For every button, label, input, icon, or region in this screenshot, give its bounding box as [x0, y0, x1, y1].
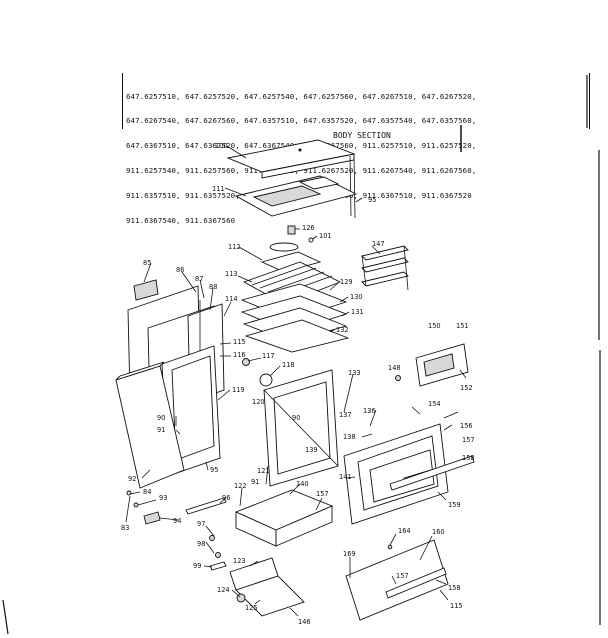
part-label: 118 [282, 361, 295, 369]
part-label: 93 [159, 494, 167, 502]
part-label: 111 [212, 185, 225, 193]
part-label: 96 [222, 494, 230, 502]
part-label: 133 [348, 369, 361, 377]
part-label: 117 [262, 352, 275, 360]
part-label: 99 [193, 562, 201, 570]
part-control-panel [395, 343, 469, 387]
part-label: 113 [225, 270, 238, 278]
part-label: 112 [228, 243, 241, 251]
part-label: 156 [460, 422, 473, 430]
part-insulation-pad [260, 242, 322, 273]
part-label: 97 [197, 520, 205, 528]
part-label: 164 [398, 527, 411, 535]
part-label: 83 [121, 524, 129, 532]
part-label: 95 [368, 196, 376, 204]
part-storage-drawer [234, 489, 334, 547]
part-small-hardware [126, 490, 227, 571]
part-label: 157 [462, 436, 475, 444]
part-label: 86 [176, 266, 184, 274]
part-label: 152 [460, 384, 473, 392]
part-label: 154 [428, 400, 441, 408]
part-label: 129 [340, 278, 353, 286]
part-label: 125 [245, 604, 258, 612]
part-kick-bar [389, 455, 475, 491]
part-label: 150 [428, 322, 441, 330]
section-title: BODY SECTION [333, 131, 391, 140]
part-label: 87 [195, 275, 203, 283]
part-back-strip [361, 245, 409, 291]
part-main-top-frame [234, 175, 358, 217]
part-label: 124 [217, 586, 230, 594]
part-label: 160 [432, 528, 445, 536]
part-label: 141 [339, 473, 352, 481]
part-lower-panel [345, 539, 449, 621]
part-label: 123 [233, 557, 246, 565]
part-label: 126 [302, 224, 315, 232]
part-oven-door-frame [263, 369, 339, 487]
part-label: 115 [450, 602, 463, 610]
model-line: 911.6367540, 911.6367560 [126, 216, 236, 226]
part-label: 88 [209, 283, 217, 291]
leader-lines [125, 145, 467, 617]
part-cooktop-top [226, 139, 356, 219]
part-label: 100 [215, 142, 228, 150]
part-label: 147 [372, 240, 385, 248]
part-label: 158 [448, 584, 461, 592]
part-label: 169 [343, 550, 356, 558]
part-label: 140 [296, 480, 309, 488]
part-label: 119 [232, 386, 245, 394]
part-label: 158 [462, 454, 475, 462]
part-label: 92 [128, 475, 136, 483]
part-label: 91 [157, 426, 165, 434]
part-label: 139 [305, 446, 318, 454]
part-drawer-rail [185, 497, 227, 515]
part-base-rail [229, 557, 305, 617]
part-label: 157 [396, 572, 409, 580]
part-label: 90 [292, 414, 300, 422]
part-label: 94 [173, 517, 181, 525]
model-line: 647.6257510, 647.6257520, 647.6257540, 6… [126, 91, 477, 101]
part-label: 115 [233, 338, 246, 346]
part-label: 130 [350, 293, 363, 301]
part-outer-door-panel [115, 361, 185, 489]
part-label: 148 [388, 364, 401, 372]
part-label: 159 [448, 501, 461, 509]
part-label: 120 [252, 398, 265, 406]
part-label: 101 [319, 232, 332, 240]
part-label: 138 [343, 433, 356, 441]
part-label: 121 [257, 467, 270, 475]
part-label: 146 [298, 618, 311, 626]
scan-edge-marks [2, 75, 601, 635]
part-label: 98 [197, 540, 205, 548]
part-label: 84 [143, 488, 151, 496]
part-label: 137 [339, 411, 352, 419]
part-label: 116 [233, 351, 246, 359]
model-number-box [122, 73, 590, 129]
part-label: 91 [251, 478, 259, 486]
part-label: 151 [456, 322, 469, 330]
part-label: 132 [336, 326, 349, 334]
part-small-clip [287, 225, 314, 243]
part-label: 90 [157, 414, 165, 422]
part-control-knob [242, 358, 273, 387]
part-label: 95 [210, 466, 218, 474]
part-window-door [343, 423, 449, 525]
part-label: 157 [316, 490, 329, 498]
part-number-labels: 100 111 95 126 101 147 112 85 86 87 88 1… [121, 142, 475, 626]
model-line: 647.6267540, 647.6267560, 647.6357510, 6… [126, 116, 477, 126]
part-label: 122 [234, 482, 247, 490]
part-label: 114 [225, 295, 238, 303]
part-vent-cover [133, 279, 159, 301]
part-broiler-pan-stack [240, 283, 350, 353]
part-label: 131 [351, 308, 364, 316]
part-label: 85 [143, 259, 151, 267]
part-label: 136 [363, 407, 376, 415]
